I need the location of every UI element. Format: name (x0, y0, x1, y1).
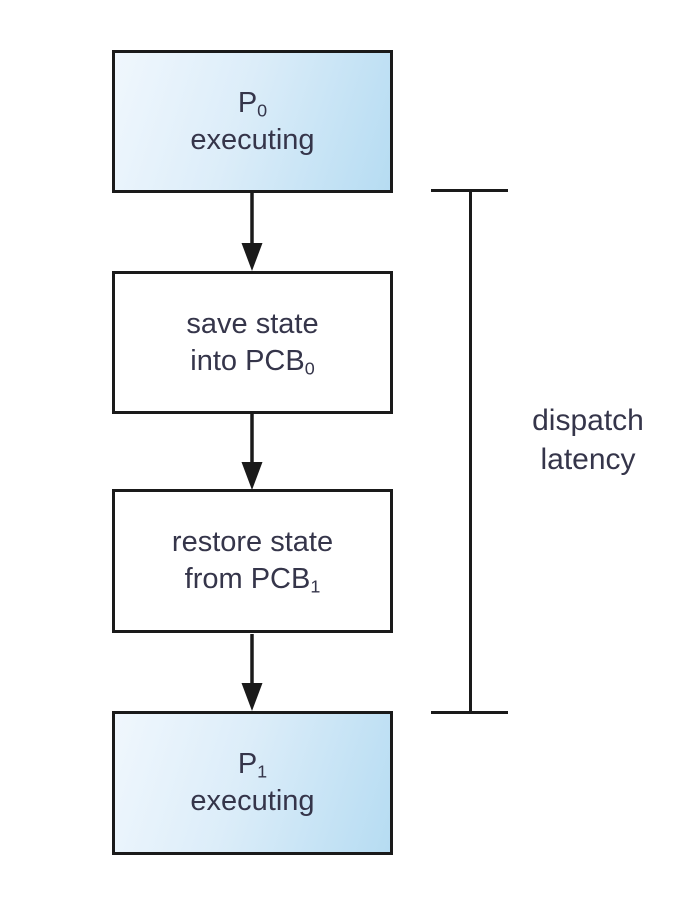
box-text-subscript: 1 (310, 576, 321, 597)
step-box-save-state: save state into PCB0 (112, 271, 393, 414)
box-text: P (237, 86, 258, 119)
bracket-top-tick (431, 189, 508, 192)
arrow-down-icon (241, 634, 263, 711)
process-box-p0: P0 executing (112, 50, 393, 193)
box-text: P (237, 748, 258, 780)
box-text: from PCB (184, 563, 311, 595)
step-box-save-state-label: save state into PCB0 (186, 306, 318, 380)
bracket-vertical-line (469, 190, 472, 714)
box-text-subscript: 0 (257, 99, 268, 120)
process-box-p0-label: P0 executing (190, 85, 314, 159)
arrow-down-icon (241, 193, 263, 271)
box-text: executing (190, 785, 315, 817)
step-box-restore-state: restore state from PCB1 (112, 489, 393, 633)
box-text: into PCB (190, 344, 305, 377)
step-box-restore-state-label: restore state from PCB1 (172, 524, 333, 598)
process-box-p1-label: P1 executing (190, 746, 314, 820)
dispatch-latency-label-line2: latency (540, 443, 636, 476)
process-box-p1: P1 executing (112, 711, 393, 855)
box-text-subscript: 0 (304, 357, 315, 378)
box-text-subscript: 1 (257, 761, 268, 782)
bracket-bottom-tick (431, 711, 508, 714)
arrow-down-icon (241, 414, 263, 490)
dispatch-latency-label-line1: dispatch (532, 404, 644, 437)
box-text: executing (190, 123, 315, 156)
dispatch-latency-label: dispatch latency (496, 401, 680, 479)
box-text: save state (186, 307, 319, 340)
box-text: restore state (171, 526, 334, 558)
